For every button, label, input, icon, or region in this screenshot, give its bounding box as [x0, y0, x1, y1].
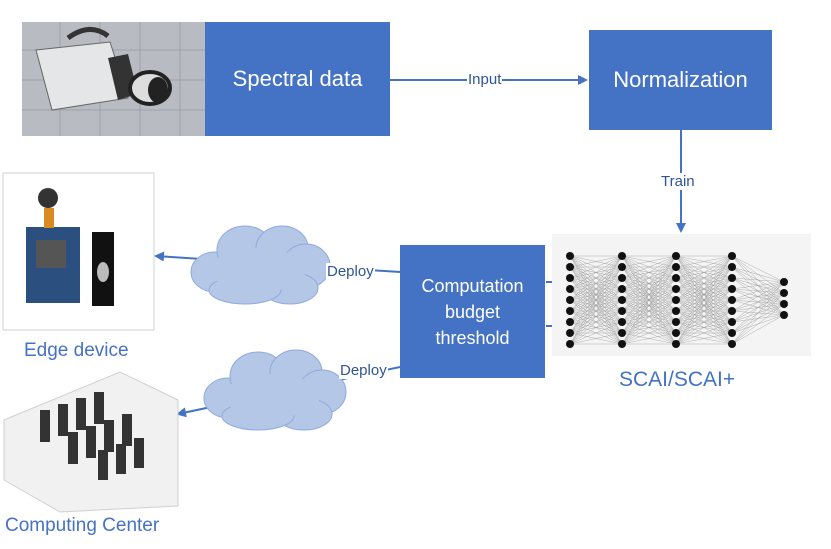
- nn-neuron: [566, 263, 574, 271]
- nn-neuron: [618, 340, 626, 348]
- nn-neuron: [672, 307, 680, 315]
- nn-neuron: [728, 318, 736, 326]
- nn-neuron: [728, 285, 736, 293]
- nn-neuron: [566, 252, 574, 260]
- input-edge-label: Input: [467, 71, 503, 88]
- normalization-label: Normalization: [613, 67, 748, 92]
- nn-neuron: [672, 296, 680, 304]
- nn-neuron: [728, 307, 736, 315]
- train-edge-label: Train: [660, 173, 696, 190]
- nn-neuron: [728, 329, 736, 337]
- nn-neuron: [672, 285, 680, 293]
- nn-neuron: [728, 274, 736, 282]
- nn-neuron: [728, 252, 736, 260]
- nn-neuron: [566, 285, 574, 293]
- nn-neuron: [566, 274, 574, 282]
- nn-neuron: [672, 340, 680, 348]
- normalization-box: Normalization: [589, 30, 772, 130]
- nn-neuron: [728, 340, 736, 348]
- computation-budget-box: Computation budget threshold: [400, 245, 545, 378]
- computation-budget-label: Computation budget threshold: [421, 275, 524, 348]
- nn-neuron: [618, 329, 626, 337]
- cloud-icon-edge: [190, 225, 331, 305]
- spectral-data-box: Spectral data: [205, 22, 390, 136]
- nn-neuron: [672, 318, 680, 326]
- scai-network-image: [552, 234, 811, 356]
- nn-neuron: [780, 289, 788, 297]
- nn-neuron: [566, 340, 574, 348]
- nn-neuron: [728, 263, 736, 271]
- nn-neuron: [618, 263, 626, 271]
- nn-neuron: [566, 307, 574, 315]
- nn-neuron: [780, 300, 788, 308]
- nn-neuron: [618, 285, 626, 293]
- nn-neuron: [618, 318, 626, 326]
- deploy-edge-label: Deploy: [326, 263, 375, 280]
- nn-neuron: [618, 307, 626, 315]
- nn-neuron: [672, 274, 680, 282]
- nn-neuron: [618, 296, 626, 304]
- nn-neuron: [672, 263, 680, 271]
- cloud-icon-center: [203, 349, 347, 431]
- nn-neuron: [566, 318, 574, 326]
- deploy-center-label: Deploy: [339, 362, 388, 379]
- nn-neuron: [618, 252, 626, 260]
- nn-neuron: [672, 329, 680, 337]
- edge-device-label: Edge device: [24, 340, 129, 361]
- nn-neuron: [728, 296, 736, 304]
- nn-neuron: [566, 296, 574, 304]
- spectral-camera-image: [22, 22, 206, 136]
- scai-label: SCAI/SCAI+: [619, 368, 736, 391]
- edge-device-image: [2, 172, 155, 331]
- nn-neuron: [672, 252, 680, 260]
- computing-center-label: Computing Center: [5, 515, 160, 536]
- nn-neuron: [566, 329, 574, 337]
- spectral-data-label: Spectral data: [232, 66, 363, 91]
- nn-neuron: [780, 278, 788, 286]
- computing-center-image: [3, 371, 179, 513]
- nn-neuron: [618, 274, 626, 282]
- nn-neuron: [780, 311, 788, 319]
